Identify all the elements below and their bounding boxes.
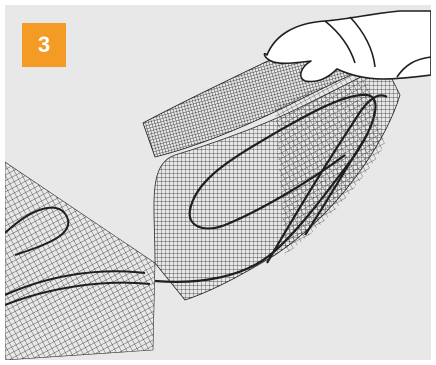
heating-mat-illustration	[5, 5, 431, 360]
flat-mesh-mat	[5, 162, 155, 360]
step-number-badge: 3	[22, 23, 66, 67]
